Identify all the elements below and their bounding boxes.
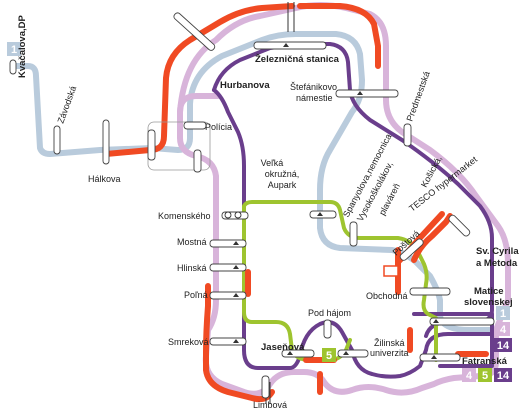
- svg-text:5: 5: [482, 370, 488, 382]
- track-ticks: [265, 2, 295, 404]
- stop-marker-spanyolova[interactable]: [349, 221, 358, 247]
- label-sv-cyrila-2: a Metoda: [476, 258, 518, 269]
- stop-marker-policia-3[interactable]: [193, 149, 202, 173]
- stop-marker-polna[interactable]: [209, 291, 247, 300]
- stop-marker-mostna[interactable]: [209, 239, 247, 248]
- label-velka-1: Veľká: [261, 158, 284, 168]
- stop-marker-velka[interactable]: [309, 210, 337, 219]
- label-limbova: Limbová: [253, 400, 287, 410]
- label-velka-3: Aupark: [268, 180, 297, 190]
- label-zilinska-1: Žilinská: [374, 338, 405, 348]
- label-hurbanova: Hurbanova: [220, 80, 270, 91]
- label-velka-2: okružná,: [265, 169, 300, 179]
- stop-marker-smrekova[interactable]: [209, 337, 247, 346]
- label-fatranska: Fatranská: [462, 356, 508, 367]
- svg-text:5: 5: [326, 350, 332, 362]
- stop-marker-zavodska[interactable]: [53, 125, 61, 155]
- stop-marker-halkova[interactable]: [102, 119, 110, 165]
- stop-marker-postova[interactable]: [399, 238, 424, 262]
- stop-marker-limbova[interactable]: [261, 375, 270, 399]
- label-obchodna: Obchodná: [366, 291, 408, 301]
- label-stefanikovo-1: Štefánikovo: [290, 82, 337, 92]
- label-stefanikovo-2: námestie: [296, 93, 333, 103]
- svg-text:4: 4: [500, 324, 507, 336]
- badge-center-5: 5: [322, 348, 336, 362]
- stop-marker-fatranska[interactable]: [419, 353, 461, 362]
- badge-row-bottom: 4 5 14: [462, 368, 512, 382]
- label-predmestska: Predmestská: [404, 70, 431, 123]
- svg-text:14: 14: [497, 340, 510, 352]
- label-halkova: Hálkova: [88, 174, 121, 184]
- svg-text:4: 4: [466, 370, 473, 382]
- label-sv-cyrila-1: Sv. Cyrila: [476, 246, 519, 257]
- route-line-1: [11, 31, 495, 333]
- stop-markers: [9, 12, 495, 399]
- stop-marker-hurbanova[interactable]: [173, 12, 216, 52]
- label-policia: Polícia: [205, 122, 232, 132]
- label-komenskeho: Komenského: [158, 211, 211, 221]
- label-zavodska: Závodská: [55, 85, 78, 125]
- label-matice-2: slovenskej: [464, 297, 513, 308]
- label-kvacalova: Kvačalova,DP: [17, 14, 28, 78]
- stop-marker-kosicka[interactable]: [448, 214, 471, 237]
- stop-marker-zilinska[interactable]: [337, 349, 369, 358]
- stop-marker-zeleznicna[interactable]: [253, 41, 327, 50]
- label-mostna: Mostná: [177, 237, 207, 247]
- stop-marker-obchodna[interactable]: [409, 287, 451, 296]
- construction-marker: [383, 265, 399, 277]
- stop-marker-policia-2[interactable]: [147, 129, 156, 161]
- stop-marker-kvacalova[interactable]: [9, 59, 17, 75]
- label-zilinska-2: univerzita: [370, 348, 409, 358]
- label-jasenova: Jaseňová: [261, 342, 305, 353]
- label-zeleznicna: Železničná stanica: [255, 53, 340, 65]
- stop-marker-hlinska[interactable]: [209, 263, 247, 272]
- svg-text:14: 14: [497, 370, 510, 382]
- label-pod-hajom: Pod hájom: [308, 308, 351, 318]
- stop-marker-matice[interactable]: [429, 317, 495, 326]
- svg-text:1: 1: [500, 308, 506, 320]
- stop-marker-predmestska[interactable]: [403, 123, 412, 147]
- label-matice-1: Matice: [474, 286, 504, 297]
- stop-marker-stefanikovo[interactable]: [335, 89, 399, 98]
- svg-text:1: 1: [11, 44, 17, 56]
- badge-top-left: 1: [7, 42, 21, 56]
- label-smrekova: Smreková: [168, 337, 209, 347]
- direction-arrows: [233, 43, 439, 359]
- stop-marker-policia[interactable]: [183, 121, 207, 130]
- label-polna: Poľná: [184, 290, 208, 300]
- stop-dots: [224, 211, 242, 219]
- stop-marker-pod-hajom[interactable]: [323, 319, 332, 339]
- label-hlinska: Hlinská: [177, 263, 207, 273]
- badge-stack-right: 1 4 14: [494, 306, 512, 352]
